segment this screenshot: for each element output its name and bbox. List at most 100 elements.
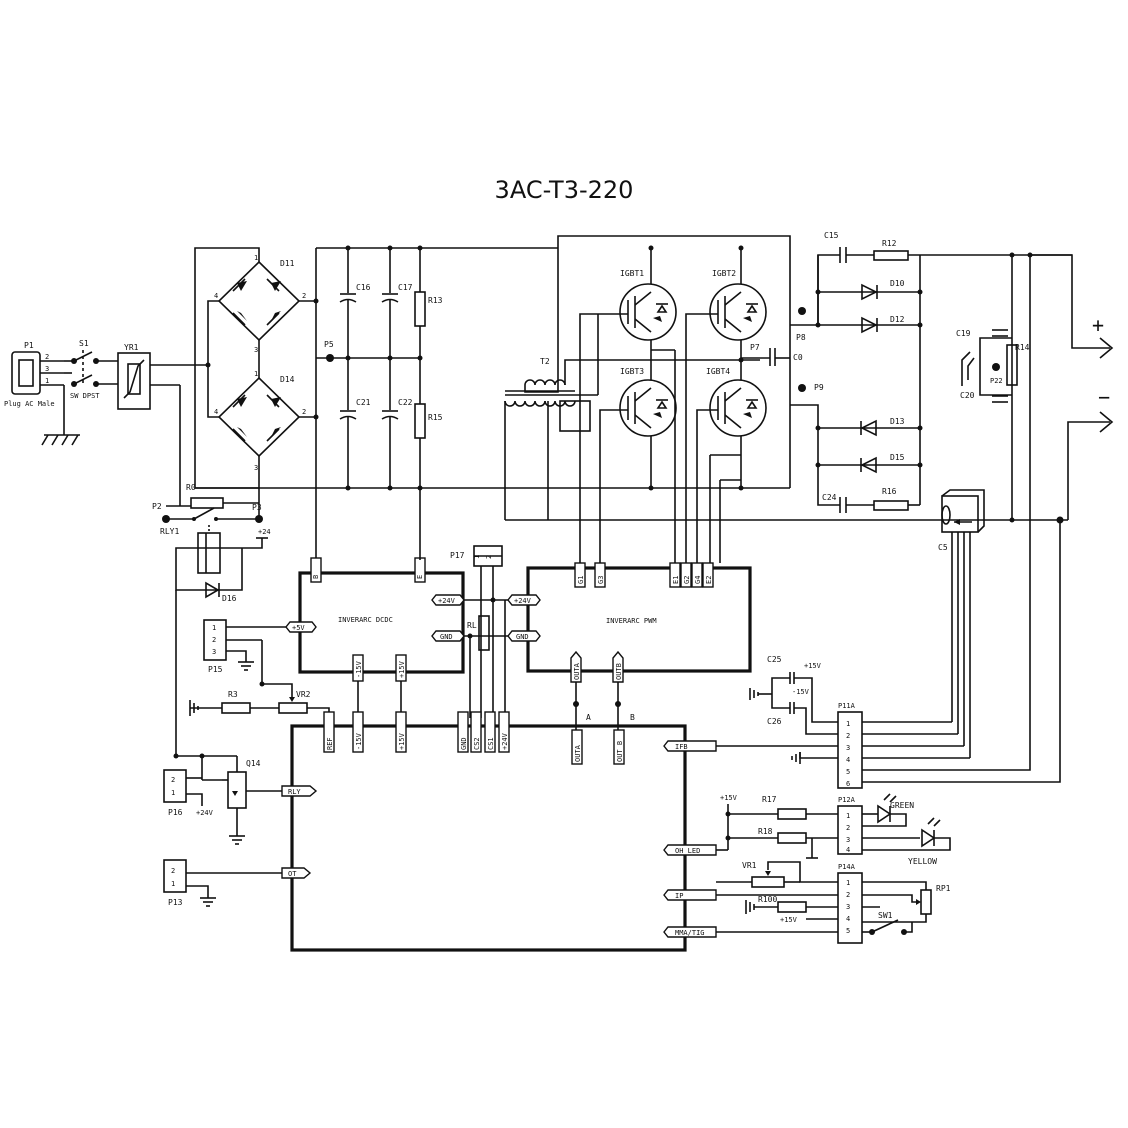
r16-label: R16 [882, 487, 897, 496]
rp1-label: RP1 [936, 884, 951, 893]
current-sensor-c5: C5 [938, 489, 985, 758]
p15-pin-2: 2 [212, 636, 216, 644]
dcdc-24v-pin: +24V [438, 597, 456, 605]
dcdc-b-pin: B [312, 575, 320, 579]
sw-dpst-label: SW DPST [70, 392, 100, 400]
ctrl-ref-pin: REF [326, 737, 334, 750]
d11-pin-4: 4 [214, 292, 218, 300]
ac-plug-p1: P1 2 3 1 Plug AC Male [4, 341, 64, 408]
p11a-pin-3: 3 [846, 744, 850, 752]
sw1-label: SW1 [878, 911, 893, 920]
p11a-pin-6: 6 [846, 780, 850, 788]
r15-label: R15 [428, 413, 443, 422]
r17-label: R17 [762, 795, 777, 804]
p13-label: P13 [168, 898, 183, 907]
ctrl-ohled-pin: OH LED [675, 847, 700, 855]
ctrl-mmatig-pin: MMA/TIG [675, 929, 705, 937]
pwm-g1-pin: G1 [577, 576, 585, 584]
p17-label: P17 [450, 551, 465, 560]
switch-s1: S1 SW DPST [64, 339, 118, 400]
dcdc-block-title: INVERARC DCDC [338, 616, 393, 624]
p9-label: P9 [814, 383, 824, 392]
r14-label: R14 [1015, 343, 1030, 352]
pwm-24v-pin: +24V [514, 597, 532, 605]
p14a-pin-4: 4 [846, 915, 850, 923]
p16-pin-1: 1 [171, 789, 175, 797]
output-minus: − [1098, 385, 1110, 409]
d13-label: D13 [890, 417, 905, 426]
dcdc-gnd-pin: GND [440, 633, 453, 641]
inverarc-dcdc-block: INVERARC DCDC B E +24V GND +5V -15V +15V [285, 557, 465, 718]
connector-p13: 2 1 P13 [163, 859, 282, 907]
precharge-resistor-r0: R0 P2 P3 RLY1 [152, 483, 263, 536]
transformer-t2: T2 [504, 235, 1068, 521]
pwm-g4-pin: G4 [694, 576, 702, 584]
ref-network-r3-vr2: R3 VR2 [189, 683, 330, 716]
c24-label: C24 [822, 493, 837, 502]
inverarc-pwm-block: INVERARC PWM +24V GND G1 G3 E1 G2 G4 E2 … [507, 562, 752, 735]
ctrl-cs2-pin: CS2 [473, 737, 481, 750]
ctrl-ot-pin: OT [288, 870, 297, 878]
c21-label: C21 [356, 398, 371, 407]
c0-label: C0 [793, 353, 803, 362]
p3-label: P3 [252, 503, 262, 512]
d16-label: D16 [222, 594, 237, 603]
r0-label: R0 [186, 483, 196, 492]
c25-label: C25 [767, 655, 782, 664]
p14a-pin-2: 2 [846, 891, 850, 899]
p15-pin-1: 1 [212, 624, 216, 632]
q14-label: Q14 [246, 759, 261, 768]
varistor-yr1: YR1 [117, 343, 208, 506]
r13-label: R13 [428, 296, 443, 305]
p1-label: P1 [24, 341, 34, 350]
connector-p15: 1 2 3 P15 [203, 619, 286, 684]
p8-label: P8 [796, 333, 806, 342]
c22-label: C22 [398, 398, 413, 407]
connector-p16: 2 1 P16 +24V [163, 769, 214, 817]
igbt1-label: IGBT1 [620, 269, 644, 278]
pwm-outa-pin: OUTA [573, 662, 581, 680]
rly1-label: RLY1 [160, 527, 179, 536]
r12-label: R12 [882, 239, 897, 248]
p16-pin-2: 2 [171, 776, 175, 784]
c16-label: C16 [356, 283, 371, 292]
c19-label: C19 [956, 329, 971, 338]
d11-label: D11 [280, 259, 295, 268]
p15-pin-3: 3 [212, 648, 216, 656]
d14-pin-4: 4 [214, 408, 218, 416]
p13-pin-2: 2 [171, 867, 175, 875]
pwm-e2-pin: E2 [705, 576, 713, 584]
r100-label: R100 [758, 895, 777, 904]
p5-label: P5 [324, 340, 334, 349]
pwm-gnd-pin: GND [516, 633, 529, 641]
supply-caps-c25-c26: C25 +15V -15V C26 [749, 655, 838, 735]
bridge-rectifier-d11: D11 1 2 3 4 [214, 254, 306, 354]
s1-label: S1 [79, 339, 89, 348]
ctrl-m15v-pin: -15V [355, 732, 363, 750]
pwm-g2-pin: G2 [683, 576, 691, 584]
p12a-label: P12A [838, 796, 856, 804]
p1-pin-1: 1 [45, 377, 49, 385]
c17-label: C17 [398, 283, 413, 292]
p22-label: P22 [990, 377, 1003, 385]
ctrl-cs1-pin: CS1 [487, 737, 495, 750]
igbt-full-bridge: IGBT1 IGBT2 IGBT3 IGBT4 [579, 248, 803, 563]
p15v-label-3: +15V [780, 916, 798, 924]
c26-label: C26 [767, 717, 782, 726]
p11a-pin-4: 4 [846, 756, 850, 764]
p12a-pin-2: 2 [846, 824, 850, 832]
yr1-label: YR1 [124, 343, 139, 352]
pwm-e1-pin: E1 [672, 576, 680, 584]
ctrl-ip-pin: IP [675, 892, 683, 900]
ctrl-ifb-pin: IFB [675, 743, 688, 751]
p14a-pin-1: 1 [846, 879, 850, 887]
igbt4-label: IGBT4 [706, 367, 730, 376]
earth-ground-symbol [41, 385, 80, 446]
c15-label: C15 [824, 231, 839, 240]
p14a-label: P14A [838, 863, 856, 871]
p14a-pin-3: 3 [846, 903, 850, 911]
bulk-capacitors: C16 C17 C21 C22 R13 R15 [339, 248, 443, 560]
p15-label: P15 [208, 665, 223, 674]
p12a-pin-1: 1 [846, 812, 850, 820]
